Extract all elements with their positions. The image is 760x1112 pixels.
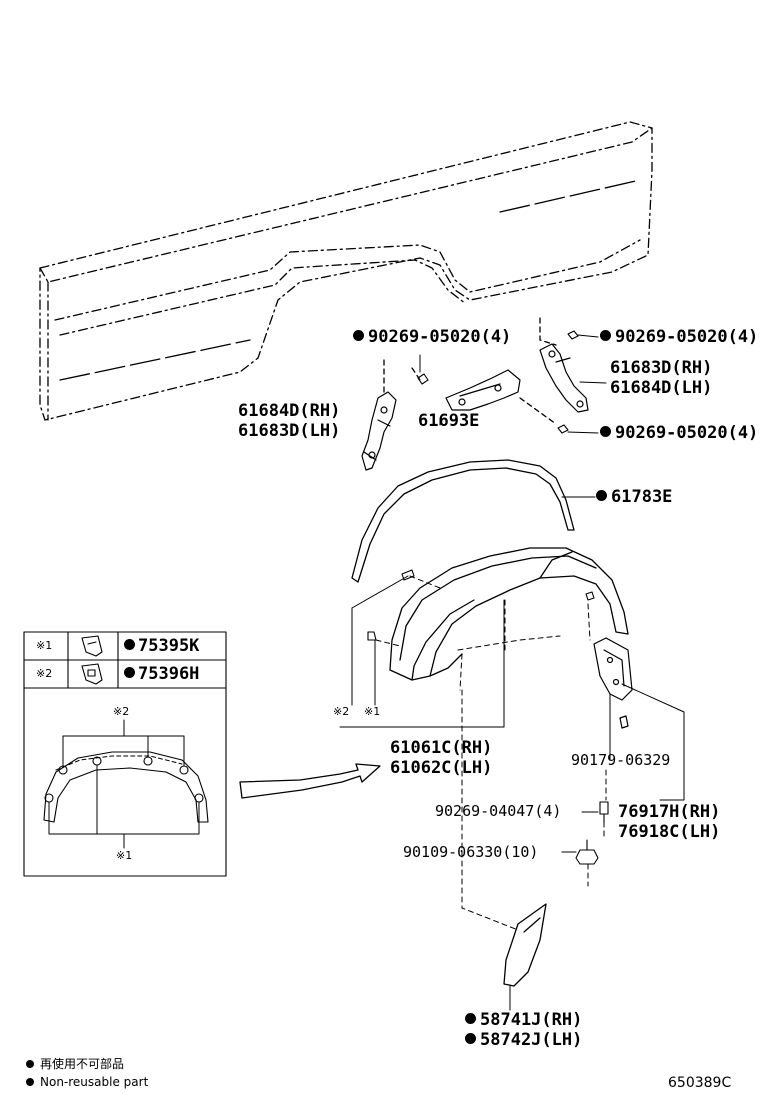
detail-mark-bottom: ※1 (116, 849, 133, 862)
bolt-lower (599, 801, 609, 823)
label-screw-upper: 90179-06329 (571, 751, 671, 769)
fender-flare (389, 547, 629, 681)
clip-table-part-2: 75396H (124, 664, 199, 684)
mud-guard (503, 903, 547, 987)
bracket-lower (593, 637, 633, 729)
label-bracket-left-lh: 61683D(LH) (238, 421, 341, 441)
direction-arrow (239, 763, 381, 799)
label-mudguard-lh: 58742J(LH) (465, 1030, 582, 1050)
label-weatherstrip: 61783E (596, 487, 672, 507)
bolts-upper (417, 330, 579, 434)
clip-table-part-1: 75395K (124, 636, 199, 656)
figure-code: 650389C (668, 1075, 732, 1091)
label-brace-center: 61693E (418, 411, 480, 431)
label-bracket-right-lh: 61684D(LH) (610, 378, 713, 398)
label-bolt-top-right: 90269-05020(4) (600, 327, 758, 347)
fender-clips (367, 569, 595, 641)
clip-table-mark-1: ※1 (36, 639, 53, 652)
bracket-right (539, 343, 589, 413)
nut-lower (561, 839, 599, 865)
bed-side-panel (39, 121, 653, 421)
label-mudguard-rh: 58741J(RH) (465, 1010, 582, 1030)
weatherstrip-arch (351, 459, 575, 583)
label-bolt-top-left: 90269-05020(4) (353, 327, 511, 347)
legend-jp: 再使用不可部品 (26, 1057, 124, 1072)
detail-mark-top: ※2 (113, 705, 130, 718)
label-bracket-right-rh: 61683D(RH) (610, 358, 713, 378)
clip-table (23, 631, 227, 877)
label-bracket-lower-rh: 76917H(RH) (618, 802, 721, 822)
detail-clip-points (44, 756, 204, 803)
label-bracket-lower-lh: 76918C(LH) (618, 822, 721, 842)
label-bracket-left-rh: 61684D(RH) (238, 401, 341, 421)
label-fender-rh: 61061C(RH) (390, 738, 493, 758)
detail-fender (43, 751, 209, 823)
legend-en: Non-reusable part (26, 1075, 148, 1090)
clip-table-mark-2: ※2 (36, 667, 53, 680)
label-fender-lh: 61062C(LH) (390, 758, 493, 778)
label-nut-lower: 90109-06330(10) (403, 843, 539, 861)
mark-1-fender: ※1 (364, 705, 381, 718)
bracket-left (361, 391, 397, 471)
label-bolt-mid-right: 90269-05020(4) (600, 423, 758, 443)
brace-center (445, 369, 521, 411)
label-bolt-lower: 90269-04047(4) (435, 802, 562, 820)
mark-2-fender: ※2 (333, 705, 350, 718)
